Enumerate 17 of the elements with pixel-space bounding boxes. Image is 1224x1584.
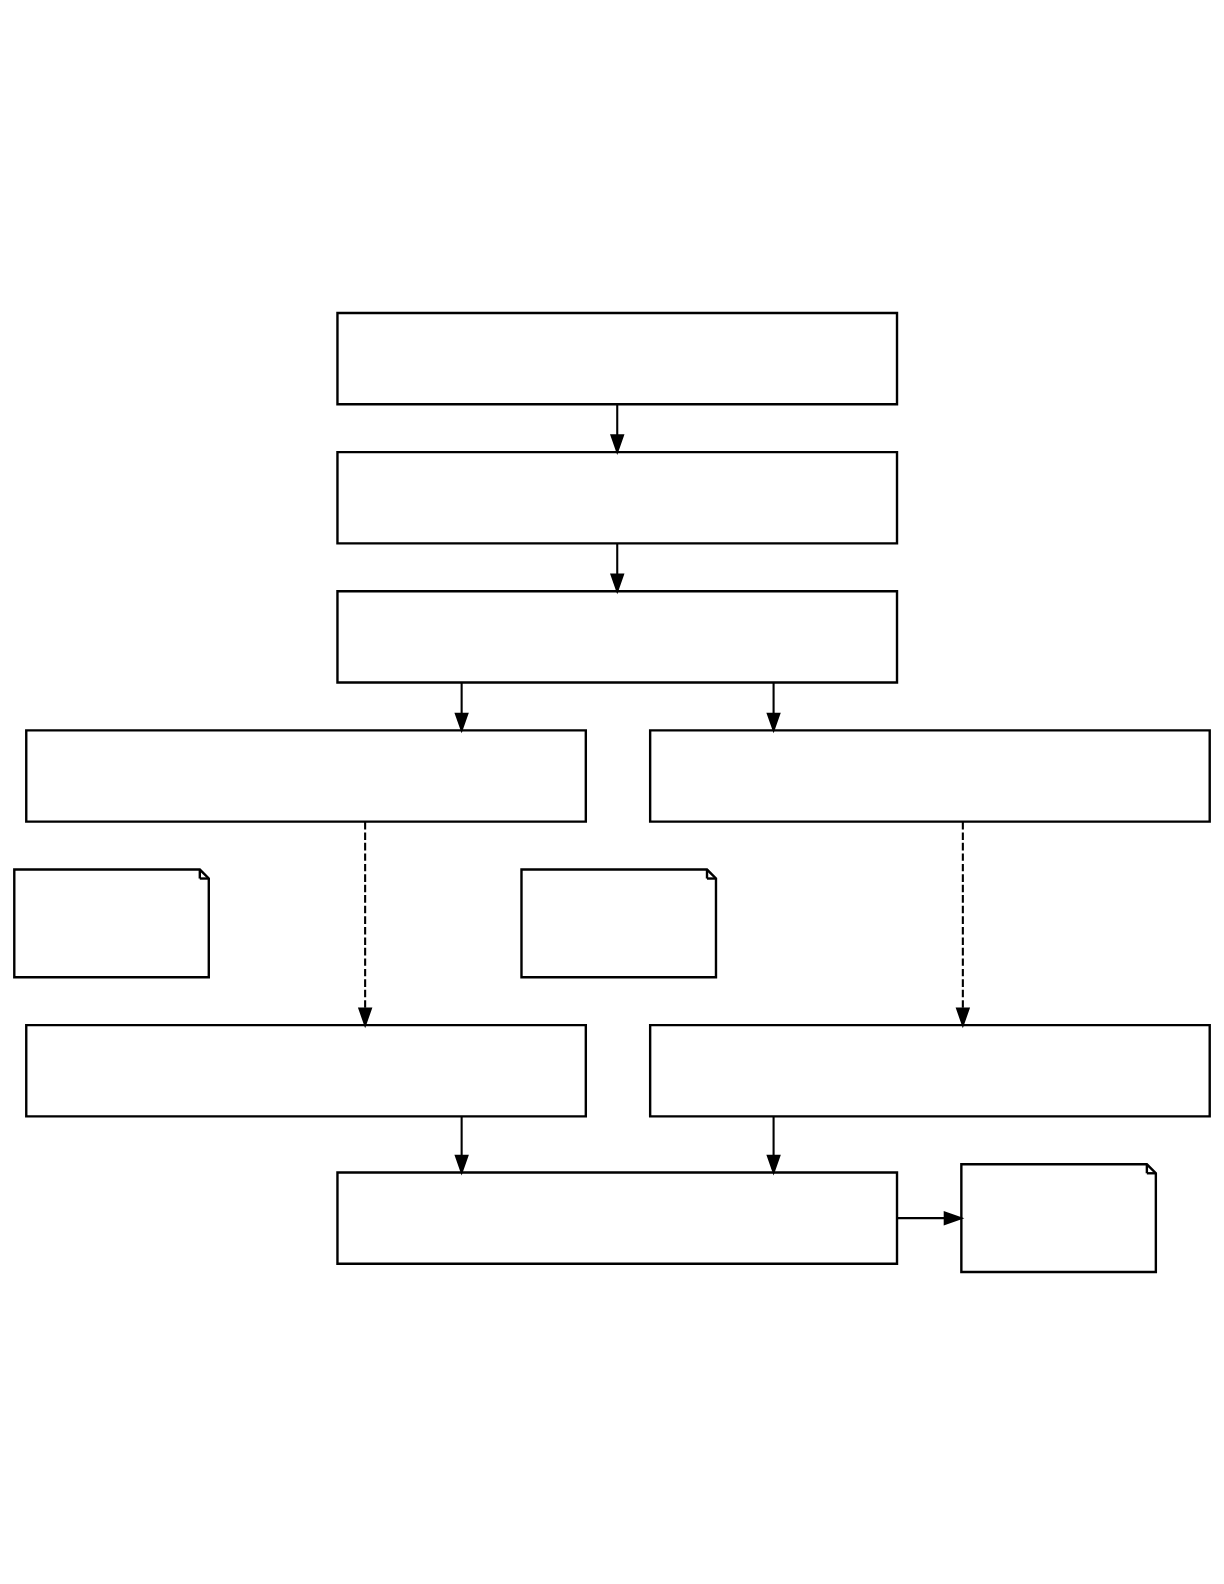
- node-box: [648, 1023, 1211, 1118]
- arrow: [610, 404, 625, 455]
- node-box: [336, 311, 899, 405]
- node-box: [25, 728, 587, 823]
- arrow: [897, 1210, 965, 1225]
- arrow: [955, 821, 971, 1028]
- arrow: [454, 1116, 469, 1176]
- node-box: [25, 1023, 587, 1118]
- node-box: [336, 1170, 899, 1265]
- node-box: [336, 589, 899, 684]
- node-box: [336, 450, 899, 545]
- node-box: [648, 728, 1211, 823]
- arrow: [454, 682, 469, 733]
- arrow: [766, 1116, 781, 1176]
- arrow: [766, 682, 781, 733]
- arrow: [357, 821, 373, 1028]
- arrow: [610, 543, 625, 594]
